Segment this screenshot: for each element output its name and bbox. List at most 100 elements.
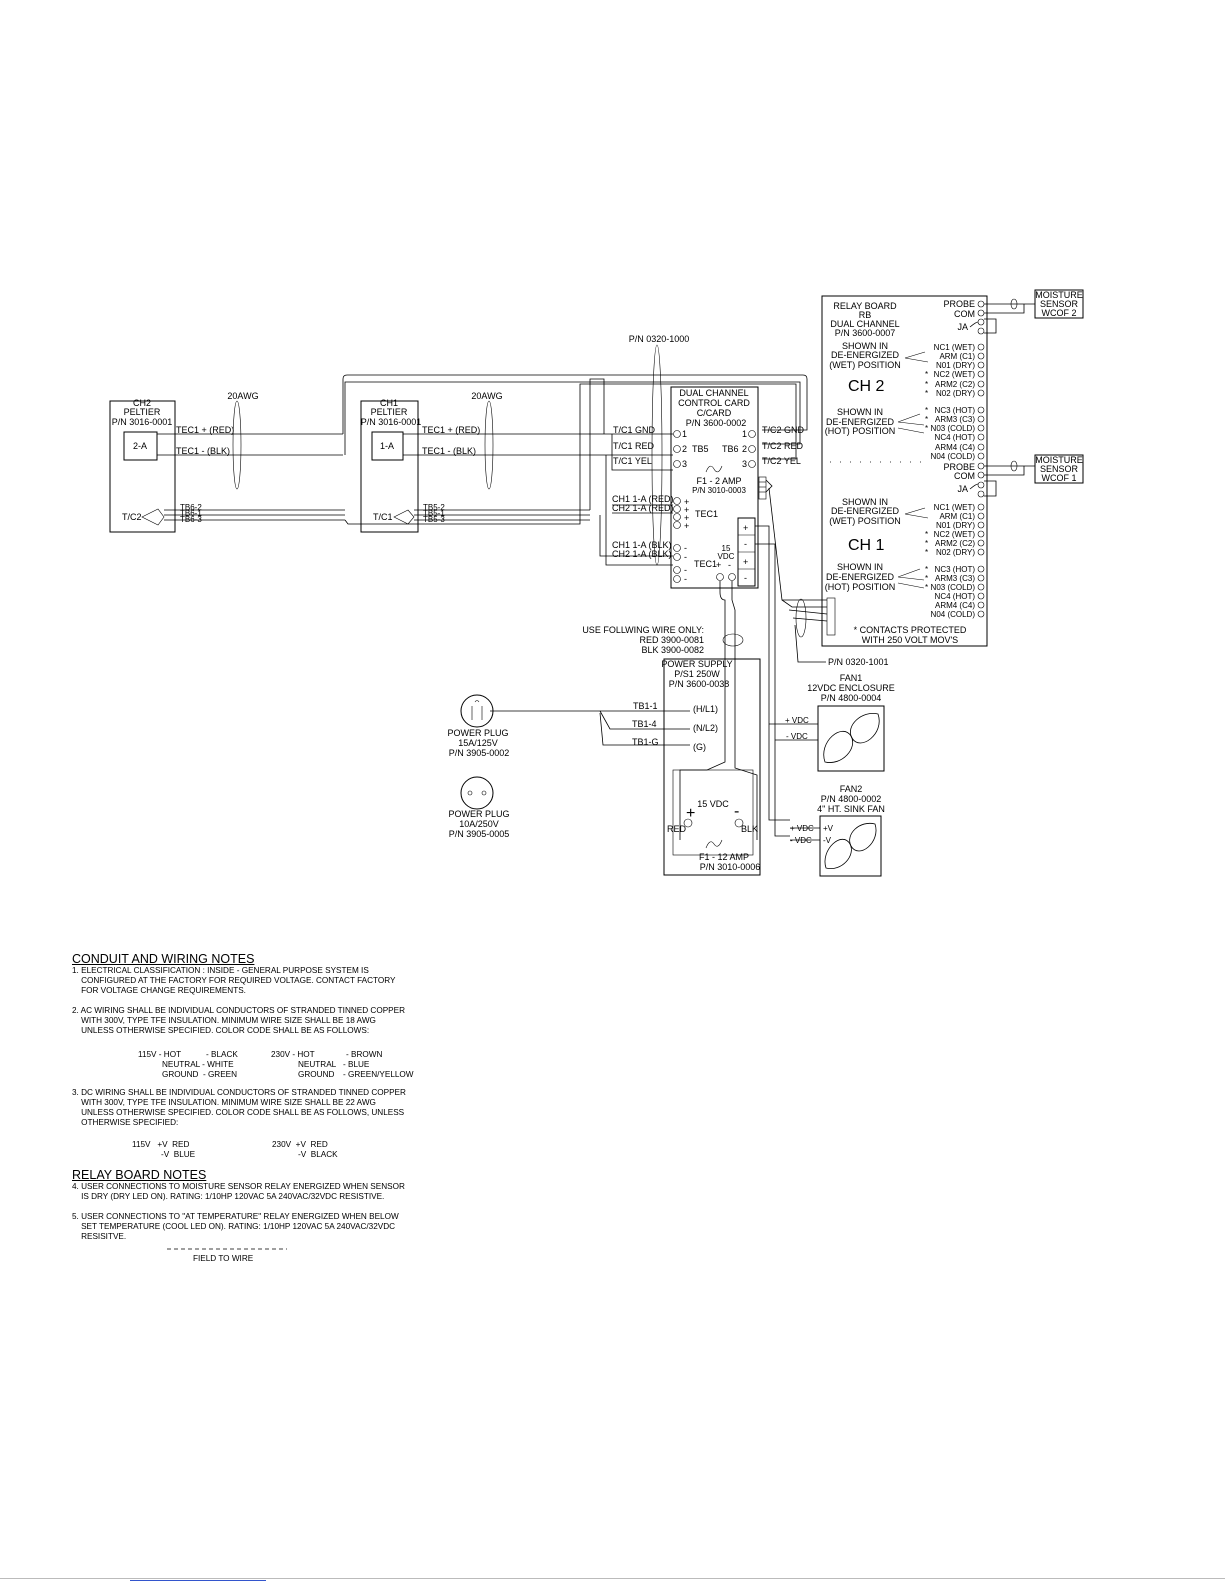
card-tec1-bottom: TEC1 [694, 559, 717, 569]
star-12: * [925, 583, 928, 592]
ch1-term-n03: N03 (COLD) [931, 583, 976, 592]
dc-color-table: 115V +V RED -V BLUE 230V +V RED -V BLACK [72, 1140, 432, 1162]
moisture1-line2: SENSOR [1040, 464, 1079, 474]
plug2-line2: 10A/250V [459, 819, 499, 829]
dc-230-pos: 230V +V RED [272, 1140, 328, 1149]
tc1-gnd: T/C1 GND [613, 425, 656, 435]
footer-link-line [130, 1580, 266, 1581]
moisture1-line1: MOISTURE [1035, 455, 1083, 465]
tc2-red: T/C2 RED [762, 441, 804, 451]
card-vdc-num: 15 [722, 544, 731, 553]
star-9: * [925, 548, 928, 557]
ps-plus: + [686, 805, 695, 822]
conduit-notes-header: CONDUIT AND WIRING NOTES [72, 952, 255, 966]
ac-230-neutral: NEUTRAL [298, 1060, 337, 1069]
card-out-minus-1: - [744, 539, 747, 549]
note-3-line1: 3. DC WIRING SHALL BE INDIVIDUAL CONDUCT… [72, 1088, 406, 1097]
card-title-4: P/N 3600-0002 [686, 418, 747, 428]
ch2-term-n03: N03 (COLD) [931, 424, 976, 433]
conduit-bottom-pn: P/N 0320-1001 [828, 657, 889, 667]
moisture2-line2: SENSOR [1040, 299, 1079, 309]
ps-term-n: (N/L2) [693, 723, 718, 733]
ps-fuse-pn: P/N 3010-0006 [700, 862, 761, 872]
tb6-pin2: 2 [742, 444, 747, 454]
ch1-term-nc2: NC2 (WET) [934, 530, 976, 539]
ps-blk: BLK [741, 824, 758, 834]
note-4-line2: IS DRY (DRY LED ON). RATING: 1/10HP 120V… [72, 1192, 385, 1201]
note-5-line3: RESISITVE. [72, 1232, 127, 1241]
card-out-plus-1: + [743, 523, 748, 533]
peltier-wires: 20AWG 20AWG TEC1 + (RED) TEC1 - (BLK) TE… [157, 334, 808, 566]
ps-vdc: 15 VDC [697, 799, 729, 809]
ac-230-ground-color: - GREEN/YELLOW [343, 1070, 414, 1079]
tb5-label: TB5 [692, 444, 709, 454]
tc1-yel: T/C1 YEL [613, 456, 652, 466]
ch1-peltier-title: CH1 [380, 398, 398, 408]
ac-115-ground: GROUND - GREEN [162, 1070, 238, 1079]
ch1-wire-gauge: 20AWG [471, 391, 502, 401]
ac-230-hot: 230V - HOT [271, 1050, 315, 1059]
note-2-line2: WITH 300V, TYPE TFE INSULATION. MINIMUM … [72, 1016, 376, 1025]
com-1-label: COM [954, 471, 975, 481]
relay-title-1: RELAY BOARD [833, 301, 897, 311]
card-plus-3: + [684, 513, 689, 523]
ja-1-label: JA [957, 484, 968, 494]
relay-note-1: * CONTACTS PROTECTED [854, 625, 967, 635]
dc-230-neg: -V BLACK [298, 1150, 338, 1159]
ac-115-neutral: NEUTRAL - WHITE [162, 1060, 234, 1069]
star-10: * [925, 565, 928, 574]
tc1-red: T/C1 RED [613, 441, 655, 451]
relay-notes-header: RELAY BOARD NOTES [72, 1168, 207, 1182]
field-to-wire-label: FIELD TO WIRE [193, 1254, 254, 1263]
wire-note-3: BLK 3900-0082 [641, 645, 704, 655]
ch1-label: CH 1 [848, 537, 885, 554]
fan1-title-1: FAN1 [840, 673, 863, 683]
card-minus-1: - [684, 543, 687, 553]
ch2-tec-pos: TEC1 + (RED) [176, 425, 234, 435]
ps-fuse: F1 - 12 AMP [699, 852, 749, 862]
relay-title-2: RB [859, 310, 872, 320]
fan2-title-3: 4" HT. SINK FAN [817, 804, 885, 814]
ch2-hot-1: SHOWN IN [837, 407, 883, 417]
fan2: FAN2 P/N 4800-0002 4" HT. SINK FAN + VDC… [790, 784, 885, 877]
moisture2-line1: MOISTURE [1035, 290, 1083, 300]
ch1-term-n04: N04 (COLD) [931, 610, 976, 619]
relay-title-3: DUAL CHANNEL [830, 319, 899, 329]
fan1: FAN1 12VDC ENCLOSURE P/N 4800-0004 + VDC… [785, 673, 895, 772]
card-title-2: CONTROL CARD [678, 398, 750, 408]
plug1-line3: P/N 3905-0002 [449, 748, 510, 758]
fan2-vn: -V [823, 836, 832, 845]
fan1-title-3: P/N 4800-0004 [821, 693, 882, 703]
ac-color-table: 115V - HOT - BLACK NEUTRAL - WHITE GROUN… [72, 1050, 432, 1082]
tb5-1-label: TB5-1 [423, 509, 445, 518]
note-1-line2: CONFIGURED AT THE FACTORY FOR REQUIRED V… [72, 976, 396, 985]
wire-note-1: USE FOLLWING WIRE ONLY: [582, 625, 704, 635]
note-2-line1: 2. AC WIRING SHALL BE INDIVIDUAL CONDUCT… [72, 1006, 406, 1015]
ps-title-3: P/N 3600-0038 [669, 679, 730, 689]
ch2-wet-2: DE-ENERGIZED [831, 350, 900, 360]
ch2-term-arm: ARM (C1) [939, 352, 975, 361]
note-4-line1: 4. USER CONNECTIONS TO MOISTURE SENSOR R… [72, 1182, 405, 1191]
ch2-peltier-module: 2-A [133, 441, 147, 451]
card-vdc: VDC [718, 552, 735, 561]
dc-115-pos: 115V +V RED [132, 1140, 190, 1149]
fan2-pos: + VDC [790, 824, 814, 833]
ac-230-hot-color: - BROWN [346, 1050, 383, 1059]
ps-term-h: (H/L1) [693, 704, 718, 714]
note-5-line1: 5. USER CONNECTIONS TO "AT TEMPERATURE" … [72, 1212, 399, 1221]
card-title-1: DUAL CHANNEL [679, 388, 748, 398]
ch2-wet-1: SHOWN IN [842, 341, 888, 351]
card-minus-3: - [684, 565, 687, 575]
fan1-title-2: 12VDC ENCLOSURE [807, 683, 895, 693]
fan1-blade-icon [823, 730, 853, 763]
com-2-label: COM [954, 309, 975, 319]
note-5-line2: SET TEMPERATURE (COOL LED ON). RATING: 1… [72, 1222, 396, 1231]
fan2-vp: +V [823, 824, 834, 833]
ps-fuse-symbol [705, 839, 723, 849]
ch1-blk-label: CH1 1-A (BLK) [612, 540, 672, 550]
card-minus-2: - [684, 552, 687, 562]
card-wires: P/N 0320-1001 USE FOLLWING WIRE ONLY: RE… [582, 487, 889, 841]
moisture-sensor-2: MOISTURE SENSOR WCOF 2 [984, 289, 1084, 319]
star-8: * [925, 539, 928, 548]
